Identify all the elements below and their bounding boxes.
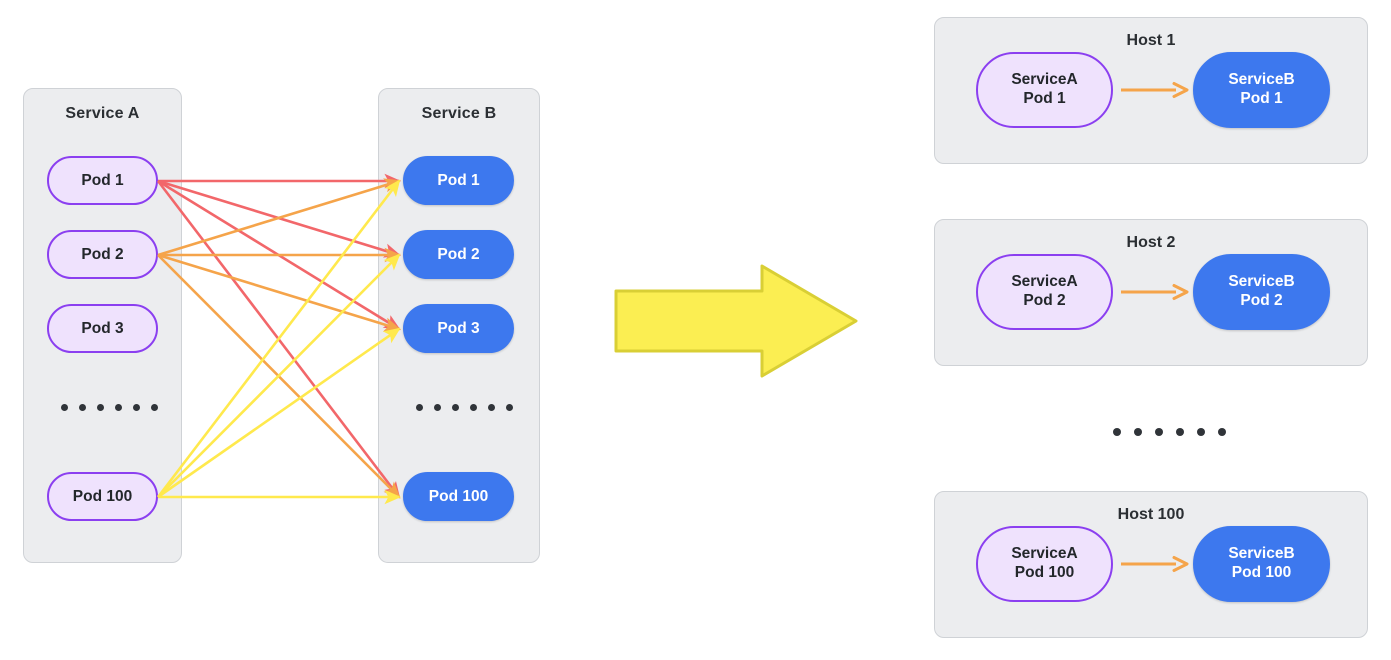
service-b-ellipsis: ...... <box>416 404 513 411</box>
ellipsis-dot <box>1218 428 1226 436</box>
host-box-1: Host 1 ServiceA Pod 1 ServiceB Pod 1 <box>934 17 1368 164</box>
transform-arrow-icon <box>614 264 858 378</box>
mesh-edges-layer <box>156 173 402 505</box>
service-b-pod-1[interactable]: Pod 1 <box>403 156 514 205</box>
host-100-service-b-pod[interactable]: ServiceB Pod 100 <box>1193 526 1330 602</box>
service-a-pod-2[interactable]: Pod 2 <box>47 230 158 279</box>
ellipsis-dot <box>61 404 68 411</box>
ellipsis-dot <box>1197 428 1205 436</box>
mesh-edge <box>157 253 401 498</box>
host-1-service-b-line2: Pod 1 <box>1240 90 1283 107</box>
service-a-pod-3[interactable]: Pod 3 <box>47 304 158 353</box>
host-2-service-a-line1: ServiceA <box>1011 273 1078 291</box>
ellipsis-dot <box>1134 428 1142 436</box>
host-100-service-a-pod[interactable]: ServiceA Pod 100 <box>976 526 1113 602</box>
host-100-arrow-icon <box>1121 556 1189 572</box>
host-2-service-b-line2: Pod 2 <box>1240 292 1283 309</box>
service-a-pod-1[interactable]: Pod 1 <box>47 156 158 205</box>
ellipsis-dot <box>115 404 122 411</box>
service-a-ellipsis: ...... <box>61 404 158 411</box>
host-1-service-b-pod[interactable]: ServiceB Pod 1 <box>1193 52 1330 128</box>
host-box-2: Host 2 ServiceA Pod 2 ServiceB Pod 2 <box>934 219 1368 366</box>
mesh-edge <box>157 327 401 499</box>
host-100-service-a-line1: ServiceA <box>1011 545 1078 563</box>
ellipsis-dot <box>1155 428 1163 436</box>
ellipsis-dot <box>151 404 158 411</box>
ellipsis-dot <box>1113 428 1121 436</box>
host-1-service-a-pod[interactable]: ServiceA Pod 1 <box>976 52 1113 128</box>
service-b-pod-2[interactable]: Pod 2 <box>403 230 514 279</box>
host-2-service-a-line2: Pod 2 <box>1023 292 1066 309</box>
mesh-edge <box>157 178 401 257</box>
host-100-service-b-line1: ServiceB <box>1228 545 1295 563</box>
ellipsis-dot <box>452 404 459 411</box>
host-2-arrow-icon <box>1121 284 1189 300</box>
host-100-service-b-line2: Pod 100 <box>1231 564 1292 581</box>
host-100-title: Host 100 <box>1117 506 1185 523</box>
ellipsis-dot <box>488 404 495 411</box>
host-1-service-a-line2: Pod 1 <box>1023 90 1066 107</box>
service-a-pod-100[interactable]: Pod 100 <box>47 472 158 521</box>
host-1-arrow-icon <box>1121 82 1189 98</box>
ellipsis-dot <box>97 404 104 411</box>
host-2-service-b-pod[interactable]: ServiceB Pod 2 <box>1193 254 1330 330</box>
ellipsis-dot <box>470 404 477 411</box>
service-a-title: Service A <box>65 105 140 122</box>
host-2-service-b-line1: ServiceB <box>1228 273 1295 291</box>
ellipsis-dot <box>416 404 423 411</box>
service-b-pod-3[interactable]: Pod 3 <box>403 304 514 353</box>
ellipsis-dot <box>79 404 86 411</box>
host-1-service-a-line1: ServiceA <box>1011 71 1078 89</box>
host-2-service-a-pod[interactable]: ServiceA Pod 2 <box>976 254 1113 330</box>
hosts-ellipsis: ...... <box>1113 428 1226 436</box>
ellipsis-dot <box>133 404 140 411</box>
host-1-service-b-line1: ServiceB <box>1228 71 1295 89</box>
host-box-100: Host 100 ServiceA Pod 100 ServiceB Pod 1… <box>934 491 1368 638</box>
mesh-edge <box>157 253 401 332</box>
service-b-title: Service B <box>421 105 497 122</box>
service-b-pod-100[interactable]: Pod 100 <box>403 472 514 521</box>
host-1-title: Host 1 <box>1126 32 1176 49</box>
ellipsis-dot <box>1176 428 1184 436</box>
mesh-edges <box>156 173 402 505</box>
host-100-service-a-line2: Pod 100 <box>1014 564 1075 581</box>
mesh-edge <box>156 179 401 498</box>
host-2-title: Host 2 <box>1126 234 1176 251</box>
ellipsis-dot <box>434 404 441 411</box>
ellipsis-dot <box>506 404 513 411</box>
